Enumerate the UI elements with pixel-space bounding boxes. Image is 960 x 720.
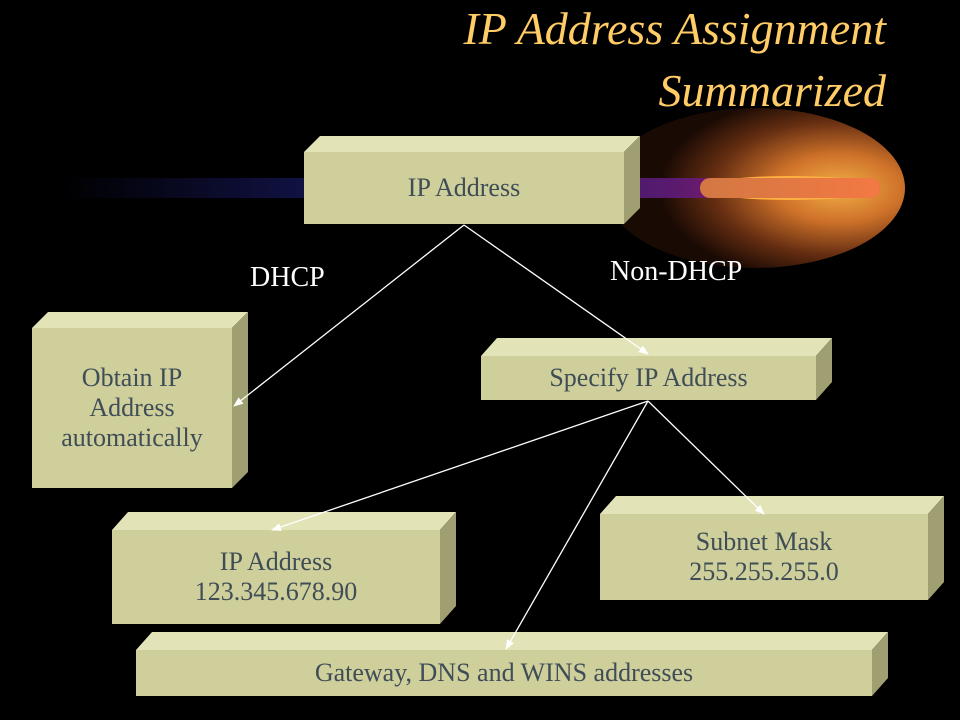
ip-address-node-value: 123.345.678.90 xyxy=(194,577,358,606)
obtain-node-line-1: Obtain IP xyxy=(81,363,183,392)
gateway-node-box xyxy=(136,632,888,696)
specify-node: Specify IP Address xyxy=(481,356,816,400)
ip-address-node: IP Address 123.345.678.90 xyxy=(112,530,440,624)
root-node-box xyxy=(304,136,640,224)
arrow-specify-to-subnet-mask xyxy=(647,400,765,515)
subnet-mask-node-title: Subnet Mask xyxy=(695,527,833,556)
edge-label-non-dhcp: Non-DHCP xyxy=(610,256,743,287)
edge-label-dhcp: DHCP xyxy=(250,262,325,293)
specify-node-label: Specify IP Address xyxy=(549,363,748,392)
arrow-specify-to-ip-address xyxy=(271,400,649,531)
arrow-specify-to-gateway xyxy=(505,400,649,650)
subnet-mask-node-box xyxy=(600,496,944,600)
decorative-comet xyxy=(60,108,905,268)
obtain-node-line-3: automatically xyxy=(61,423,203,452)
subnet-mask-node: Subnet Mask 255.255.255.0 xyxy=(600,514,928,600)
page-title-line-1: IP Address Assignment xyxy=(463,3,886,54)
root-node-label: IP Address xyxy=(407,173,521,202)
subnet-mask-node-value: 255.255.255.0 xyxy=(689,557,839,586)
connector-arrows xyxy=(233,224,765,650)
obtain-node-line-2: Address xyxy=(89,393,175,422)
arrow-root-to-specify xyxy=(463,224,649,355)
arrow-root-to-obtain xyxy=(233,224,465,407)
ip-address-node-box xyxy=(112,512,456,624)
page-title-line-2: Summarized xyxy=(658,65,886,116)
gateway-node-label: Gateway, DNS and WINS addresses xyxy=(314,658,694,687)
obtain-node-box xyxy=(32,312,248,488)
specify-node-box xyxy=(481,338,832,400)
obtain-node: Obtain IP Address automatically xyxy=(32,328,232,488)
root-node: IP Address xyxy=(304,152,624,224)
gateway-node: Gateway, DNS and WINS addresses xyxy=(136,650,872,696)
ip-address-node-title: IP Address xyxy=(219,547,333,576)
